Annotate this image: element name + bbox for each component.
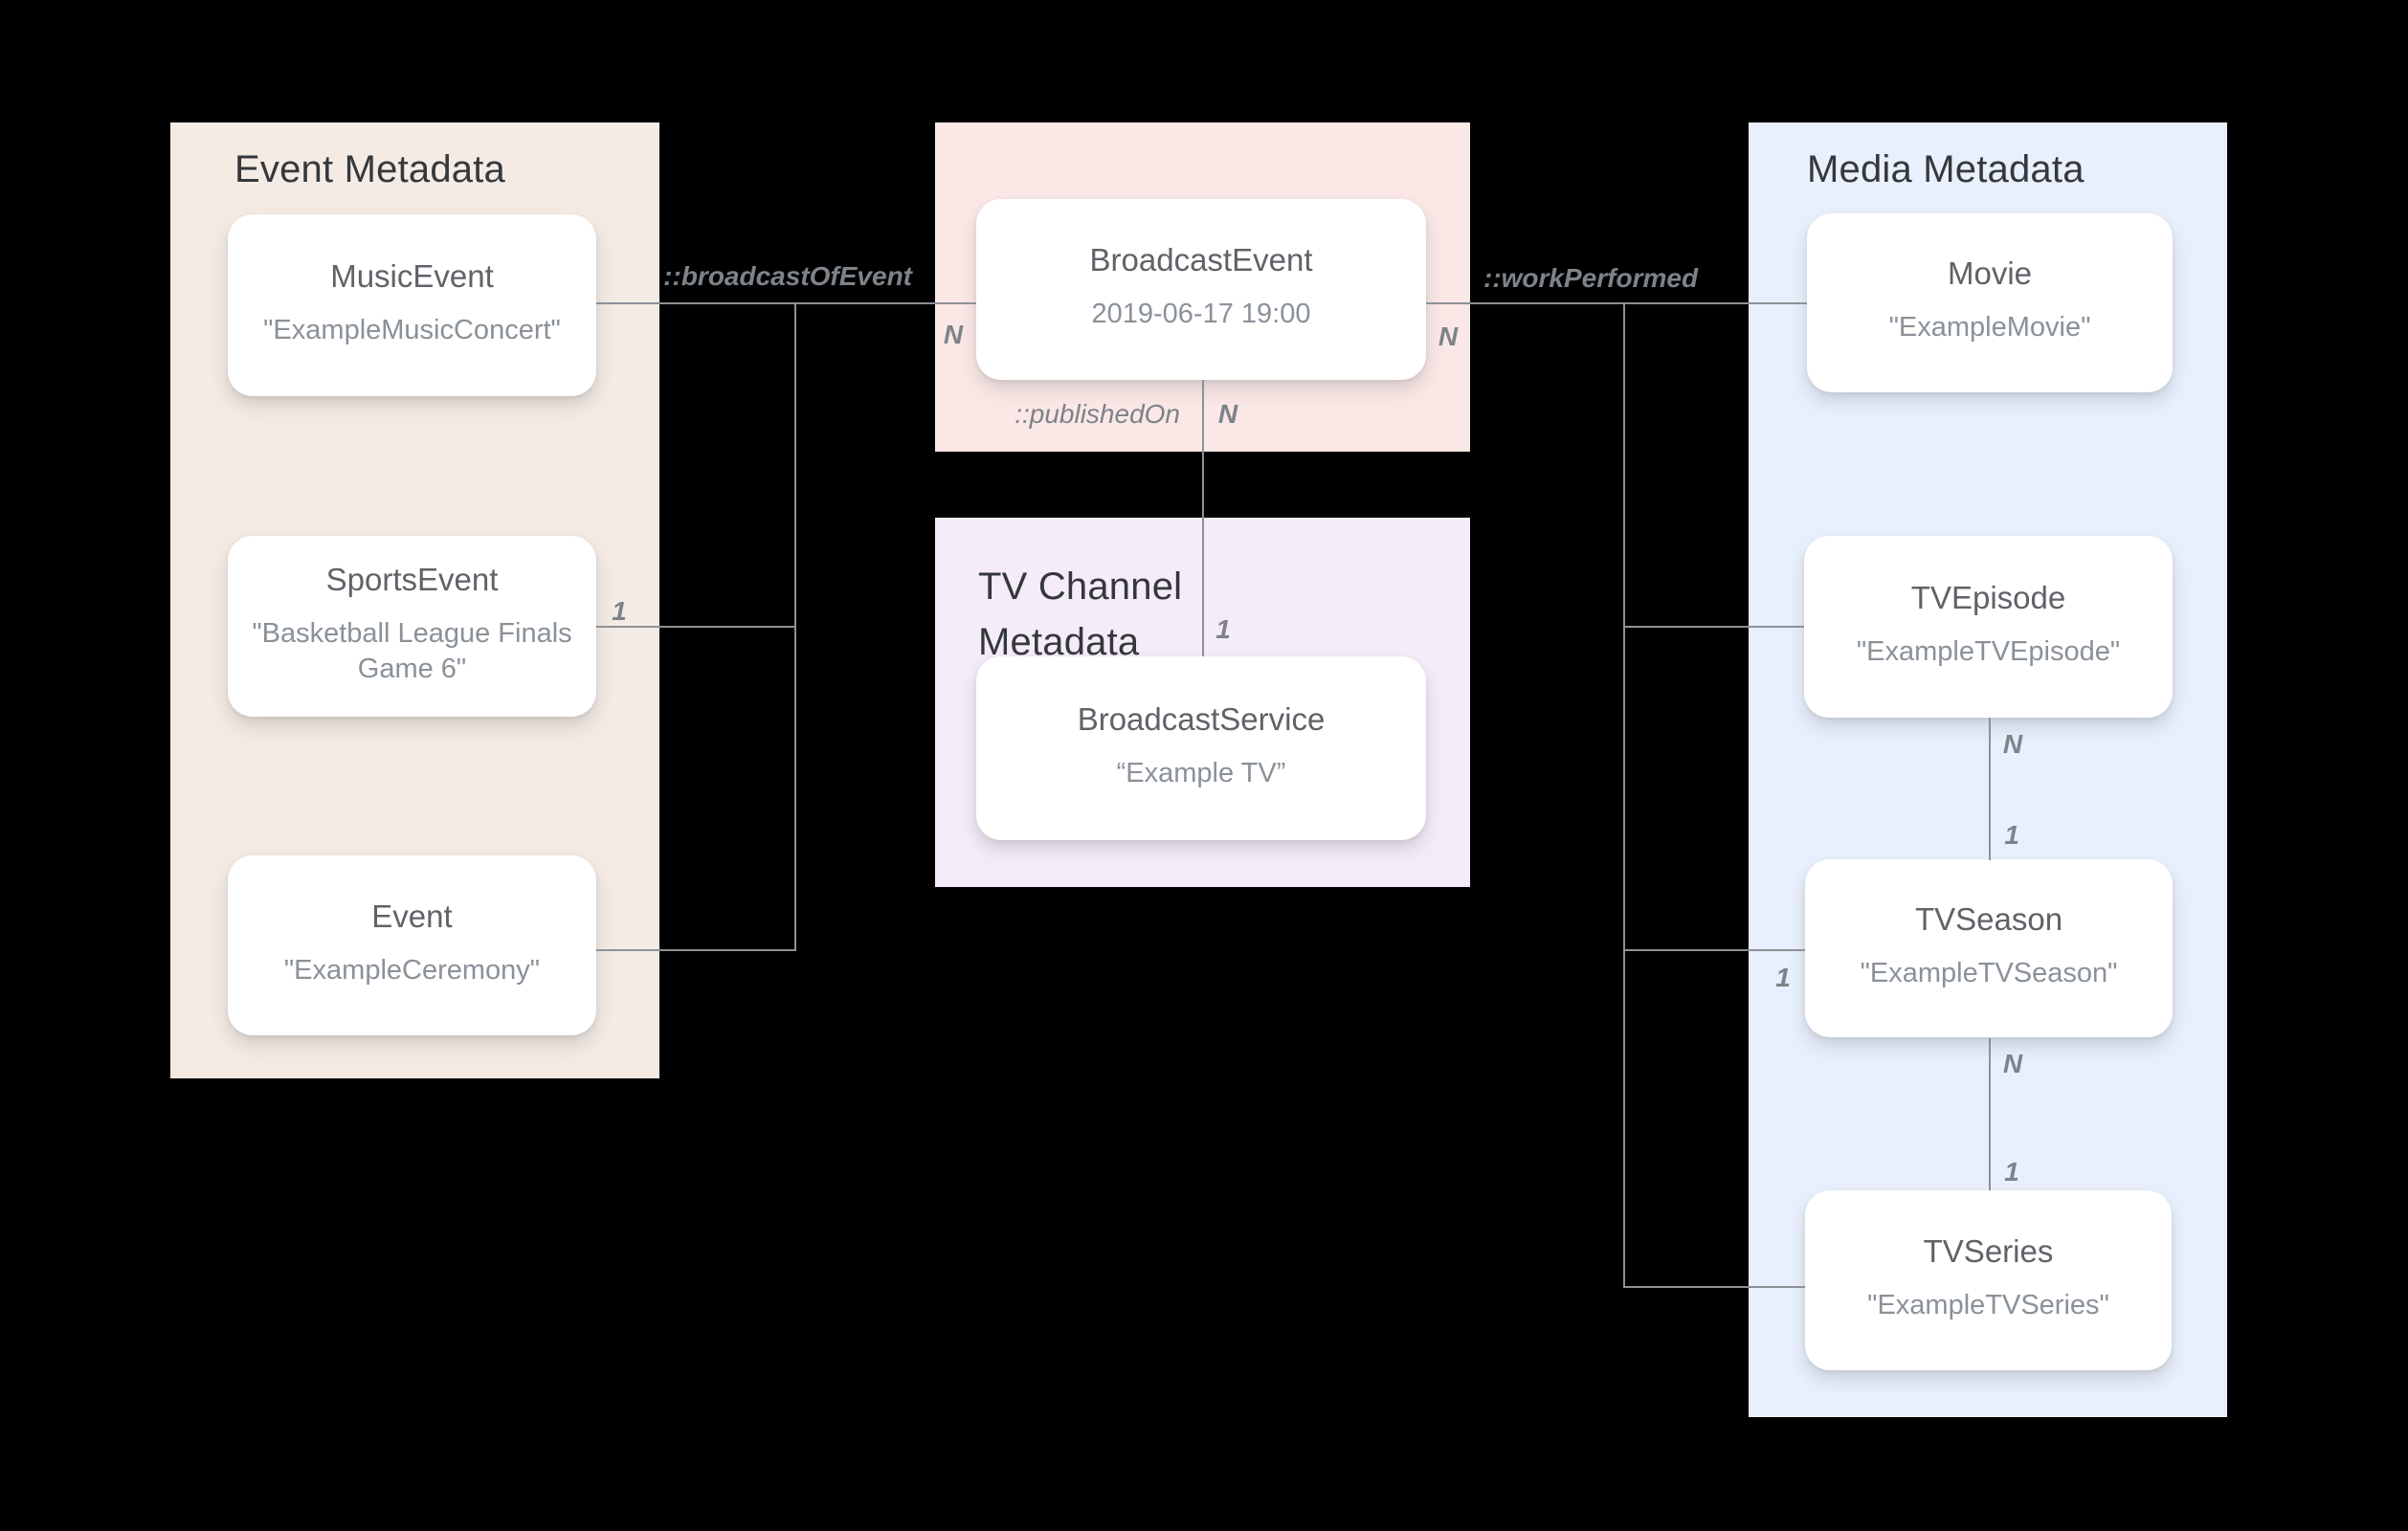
edge-trunk-tvepisode [1623,626,1804,628]
broadcast-event-panel: BroadcastEvent 2019-06-17 19:00 [935,122,1470,452]
node-tv-series-value: "ExampleTVSeries" [1867,1289,2109,1320]
node-broadcast-event-value: 2019-06-17 19:00 [1091,299,1311,329]
edge-trunk-tvseries [1623,1286,1805,1288]
edge-tvepisode-tvseason [1989,718,1991,860]
media-metadata-panel: Media Metadata Movie "ExampleMovie" TVEp… [1749,122,2227,1417]
edge-sportsevent-trunk [596,626,796,628]
node-broadcast-event-type: BroadcastEvent [1089,242,1313,277]
node-tv-episode-value: "ExampleTVEpisode" [1856,635,2121,667]
edge-trunk-tvseason [1623,949,1805,951]
event-metadata-title: Event Metadata [234,148,505,190]
node-movie-value: "ExampleMovie" [1888,312,2091,343]
node-broadcast-service-value: “Example TV” [1116,757,1286,788]
cardinality-sports-event-1: 1 [612,596,627,626]
media-metadata-title: Media Metadata [1807,148,2085,190]
edge-broadcastevent-broadcastservice [1202,380,1204,656]
node-sports-event-type: SportsEvent [325,561,499,597]
event-metadata-panel: Event Metadata MusicEvent "ExampleMusicC… [170,122,659,1078]
node-event-value: "ExampleCeremony" [283,954,541,986]
edge-broadcastevent-movie [1426,302,1807,304]
node-broadcast-event: BroadcastEvent 2019-06-17 19:00 [976,199,1426,380]
node-sports-event: SportsEvent "Basketball League Finals Ga… [228,536,596,717]
node-movie: Movie "ExampleMovie" [1807,213,2173,392]
node-music-event-type: MusicEvent [330,257,494,294]
cardinality-season-left-1: 1 [1775,963,1791,992]
node-music-event-value: "ExampleMusicConcert" [263,314,561,345]
node-broadcast-service: BroadcastService “Example TV” [976,656,1426,840]
cardinality-published-on-n: N [1217,399,1238,429]
cardinality-broadcast-event-right-n: N [1438,322,1459,351]
relation-broadcast-of-event-label: ::broadcastOfEvent [663,261,912,291]
node-tv-series-type: TVSeries [1923,1232,2054,1269]
edge-right-trunk [1623,302,1625,1288]
node-tv-series: TVSeries "ExampleTVSeries" [1805,1190,2172,1370]
node-tv-season: TVSeason "ExampleTVSeason" [1805,859,2173,1037]
cardinality-broadcast-service-1: 1 [1215,614,1231,644]
node-movie-type: Movie [1947,255,2033,291]
node-music-event: MusicEvent "ExampleMusicConcert" [228,214,596,396]
cardinality-broadcast-event-left-n: N [943,320,964,349]
cardinality-season-series-1: 1 [2004,1157,2019,1187]
cardinality-episode-season-1: 1 [2004,820,2019,850]
cardinality-episode-season-n: N [2002,729,2023,759]
edge-tvseason-tvseries [1989,1038,1991,1190]
node-sports-event-value: "Basketball League Finals Game 6" [252,617,572,684]
node-tv-episode: TVEpisode "ExampleTVEpisode" [1804,536,2173,718]
relation-work-performed-label: ::workPerformed [1483,263,1699,293]
node-event-type: Event [371,898,453,934]
node-tv-season-type: TVSeason [1914,900,2063,937]
node-tv-episode-type: TVEpisode [1910,579,2066,615]
relation-published-on-label: ::publishedOn [1014,399,1180,429]
node-tv-season-value: "ExampleTVSeason" [1860,957,2118,988]
edge-event-trunk [596,949,796,951]
cardinality-season-series-n: N [2002,1049,2023,1078]
node-event: Event "ExampleCeremony" [228,855,596,1035]
node-broadcast-service-type: BroadcastService [1077,700,1326,737]
tv-channel-metadata-title: TV Channel Metadata [978,566,1183,663]
edge-musicevent-broadcastevent [596,302,976,304]
